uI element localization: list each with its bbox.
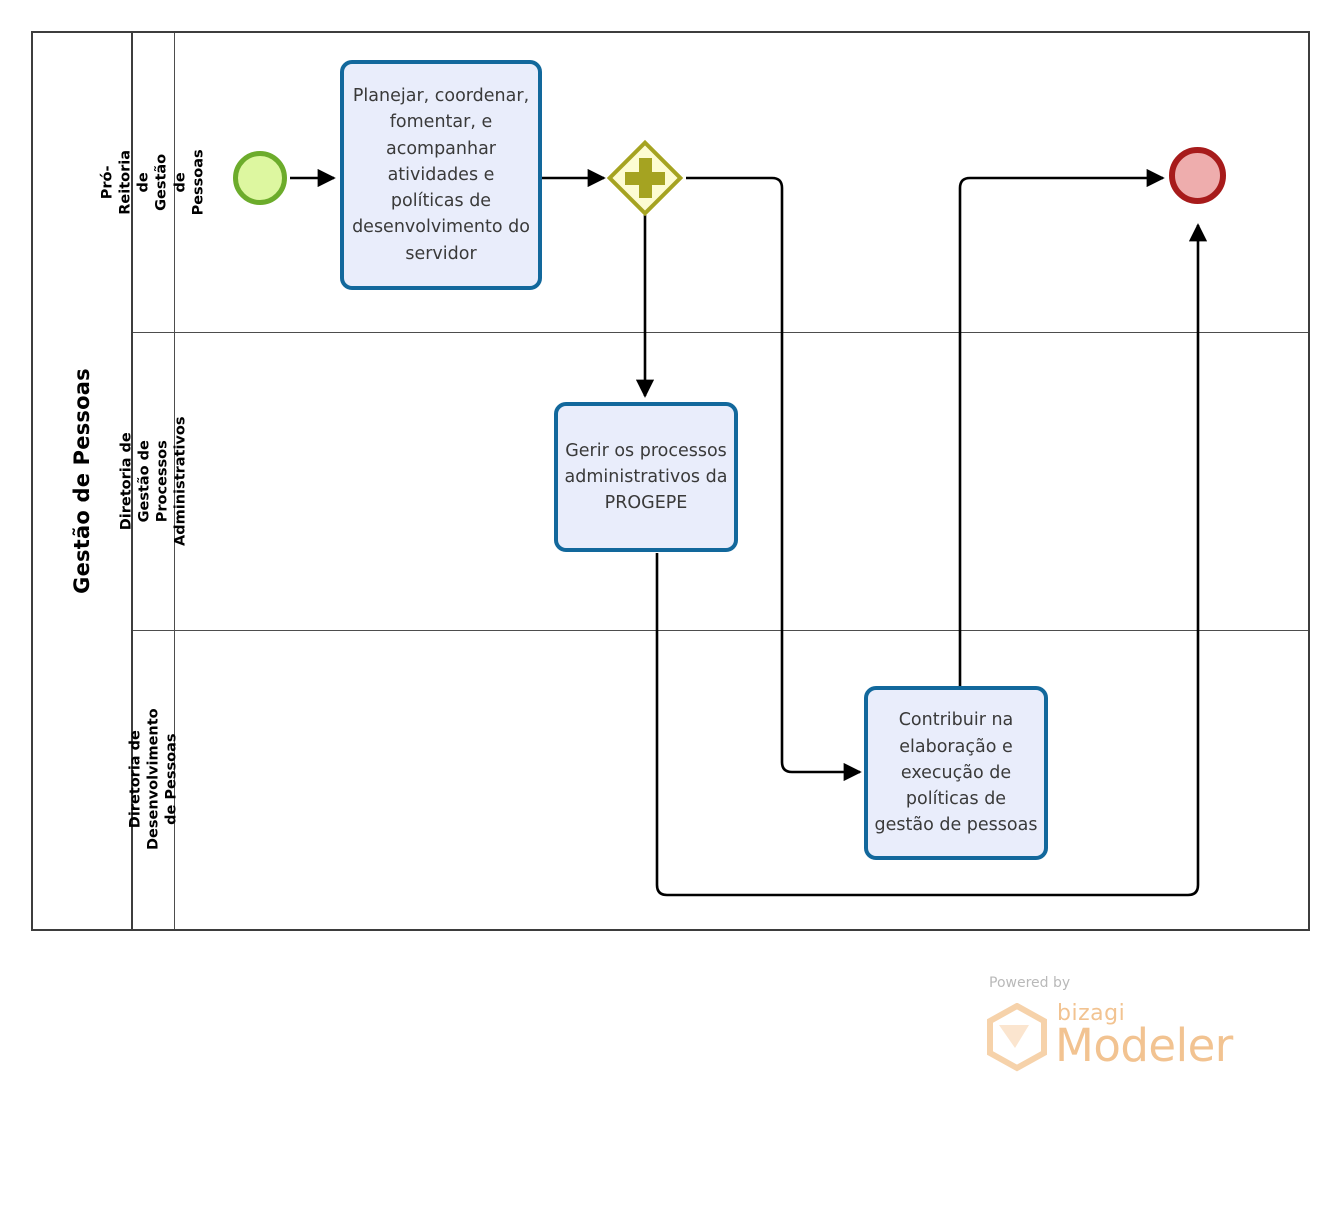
lane-desenvolvimento-de-pessoas[interactable]: Diretoria de Desenvolvimento de Pessoas [127, 630, 1308, 929]
lane-label-desenvolvimento-de-pessoas: Diretoria de Desenvolvimento de Pessoas [127, 708, 180, 851]
bizagi-brand-text: bizagi [1057, 1001, 1126, 1026]
task-contribuir-elaboracao[interactable]: Contribuir na elaboração e execução de p… [864, 686, 1048, 860]
task-planejar-coordenar[interactable]: Planejar, coordenar, fomentar, e acompan… [340, 60, 542, 290]
powered-by-label: Powered by [989, 975, 1071, 991]
plus-icon-vertical [638, 158, 652, 198]
end-event[interactable] [1169, 147, 1226, 204]
lane-processos-administrativos[interactable]: Diretoria de Gestão de Processos Adminis… [118, 332, 1308, 630]
start-event[interactable] [233, 151, 287, 205]
lane-label-band-desenvolvimento: Diretoria de Desenvolvimento de Pessoas [127, 630, 180, 929]
parallel-gateway[interactable] [606, 139, 684, 217]
lane-label-band-processos-adm: Diretoria de Gestão de Processos Adminis… [118, 332, 189, 630]
lane-label-band-pro-reitoria: Pró-Reitoria de Gestão de Pessoas [100, 33, 207, 332]
bizagi-hexagon-logo-icon [987, 1003, 1047, 1072]
bizagi-watermark: Powered by bizagi Modeler [985, 975, 1255, 1075]
lane-label-processos-administrativos: Diretoria de Gestão de Processos Adminis… [118, 416, 189, 546]
pool-title: Gestão de Pessoas [70, 368, 94, 594]
pool-label-band: Gestão de Pessoas [33, 33, 133, 929]
modeler-product-text: Modeler [1055, 1019, 1233, 1072]
lane-label-pro-reitoria: Pró-Reitoria de Gestão de Pessoas [100, 149, 207, 216]
lane-pro-reitoria[interactable]: Pró-Reitoria de Gestão de Pessoas [100, 33, 1308, 332]
task-gerir-processos[interactable]: Gerir os processos administrativos da PR… [554, 402, 738, 552]
